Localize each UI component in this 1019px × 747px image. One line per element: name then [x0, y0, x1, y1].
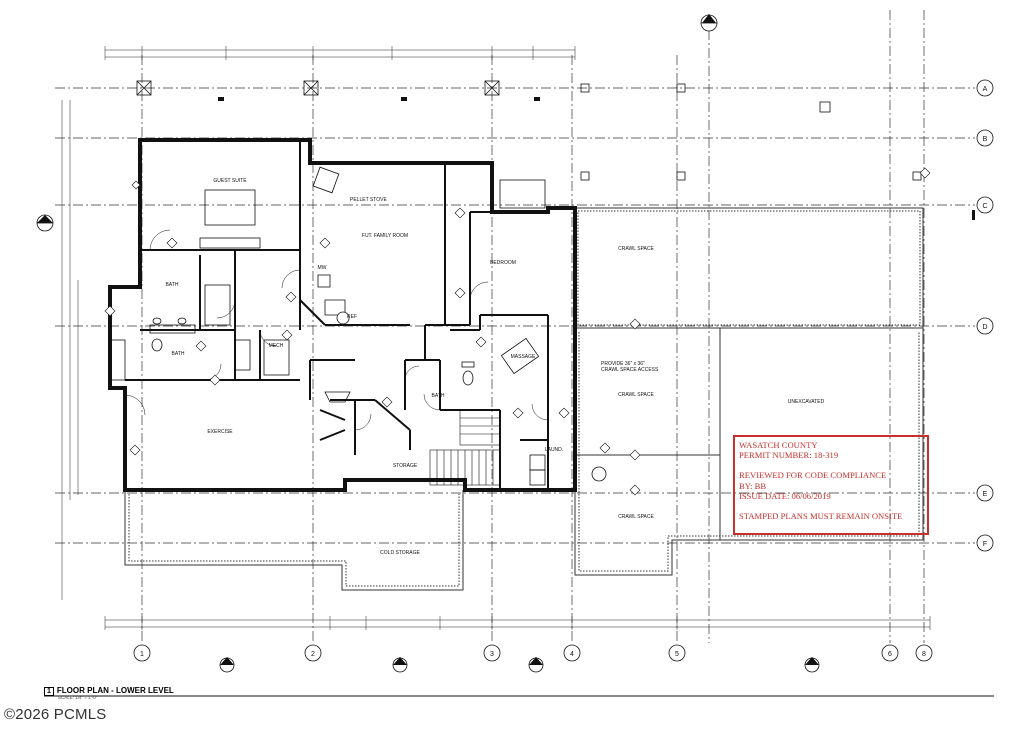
label-exercise: EXERCISE: [207, 429, 233, 435]
label-bath-3: BATH: [432, 393, 445, 399]
grid-col-1: 1: [140, 651, 144, 658]
stamp-line-6: STAMPED PLANS MUST REMAIN ONSITE: [739, 511, 903, 522]
copyright-watermark: ©2026 PCMLS: [4, 706, 107, 723]
dimension-strings: [61, 46, 931, 630]
label-mw: MW: [318, 265, 327, 271]
permit-stamp: WASATCH COUNTY PERMIT NUMBER: 18-319 REV…: [733, 435, 929, 535]
grid-col-3: 3: [490, 651, 494, 658]
stairs: [429, 409, 501, 486]
grid-row-f: F: [983, 541, 987, 548]
plan-title-number: 1: [44, 687, 54, 696]
label-mech: MECH: [269, 343, 284, 349]
label-bath-1: BATH: [166, 282, 179, 288]
stamp-gap-2: [739, 501, 923, 511]
label-crawl-access-1: PROVIDE 36" x 36": [601, 361, 645, 367]
grid-row-e: E: [983, 491, 988, 498]
stamp-line-1: WASATCH COUNTY: [739, 440, 818, 450]
label-pellet-stove: PELLET STOVE: [350, 197, 387, 203]
room-labels: GUEST SUITE PELLET STOVE FUT. FAMILY ROO…: [166, 178, 825, 556]
label-crawl-space-2: CRAWL SPACE: [618, 392, 654, 398]
column-pads: [136, 80, 922, 181]
grid-col-6: 6: [888, 651, 892, 658]
label-ref: REF: [347, 314, 357, 320]
label-laund: LAUND.: [545, 447, 563, 453]
grid-row-d: D: [982, 324, 987, 331]
grid-row-c: C: [982, 203, 987, 210]
grid-row-a: A: [983, 86, 988, 93]
label-bedroom: BEDROOM: [490, 260, 516, 266]
grid-col-2: 2: [311, 651, 315, 658]
label-storage: STORAGE: [393, 463, 418, 469]
fixtures: [109, 166, 546, 486]
label-unexcavated: UNEXCAVATED: [788, 399, 825, 405]
plan-scale: SCALE: 1/4" = 1'-0": [58, 695, 98, 700]
foundation-walls: [124, 207, 924, 591]
stamp-line-2: PERMIT NUMBER: 18-319: [739, 450, 839, 461]
grid-bubbles: 1 2 3 4 5 6 8 A B C D E F: [133, 79, 994, 662]
section-markers: [36, 14, 820, 673]
grid-col-8: 8: [922, 651, 926, 658]
stamp-gap: [739, 460, 923, 470]
label-crawl-access-2: CRAWL SPACE ACCESS: [601, 367, 659, 373]
label-family-room: FUT. FAMILY ROOM: [362, 233, 408, 239]
label-crawl-space-1: CRAWL SPACE: [618, 246, 654, 252]
grid-lines: [55, 10, 975, 643]
stamp-line-4: BY: BB: [739, 480, 767, 491]
label-crawl-space-3: CRAWL SPACE: [618, 514, 654, 520]
grid-row-b: B: [983, 136, 988, 143]
door-swings: [124, 229, 549, 431]
label-guest-suite: GUEST SUITE: [213, 178, 247, 184]
tags: [104, 167, 931, 496]
label-cold-storage: COLD STORAGE: [380, 550, 420, 556]
label-bath-2: BATH: [172, 351, 185, 357]
stamp-line-3: REVIEWED FOR CODE COMPLIANCE: [739, 470, 887, 481]
stamp-line-5: ISSUE DATE: 06/06/2019: [739, 490, 831, 501]
plan-title: FLOOR PLAN - LOWER LEVEL: [56, 686, 174, 695]
grid-col-5: 5: [675, 651, 679, 658]
label-massage: MASSAGE: [511, 354, 536, 360]
grid-col-4: 4: [570, 651, 574, 658]
